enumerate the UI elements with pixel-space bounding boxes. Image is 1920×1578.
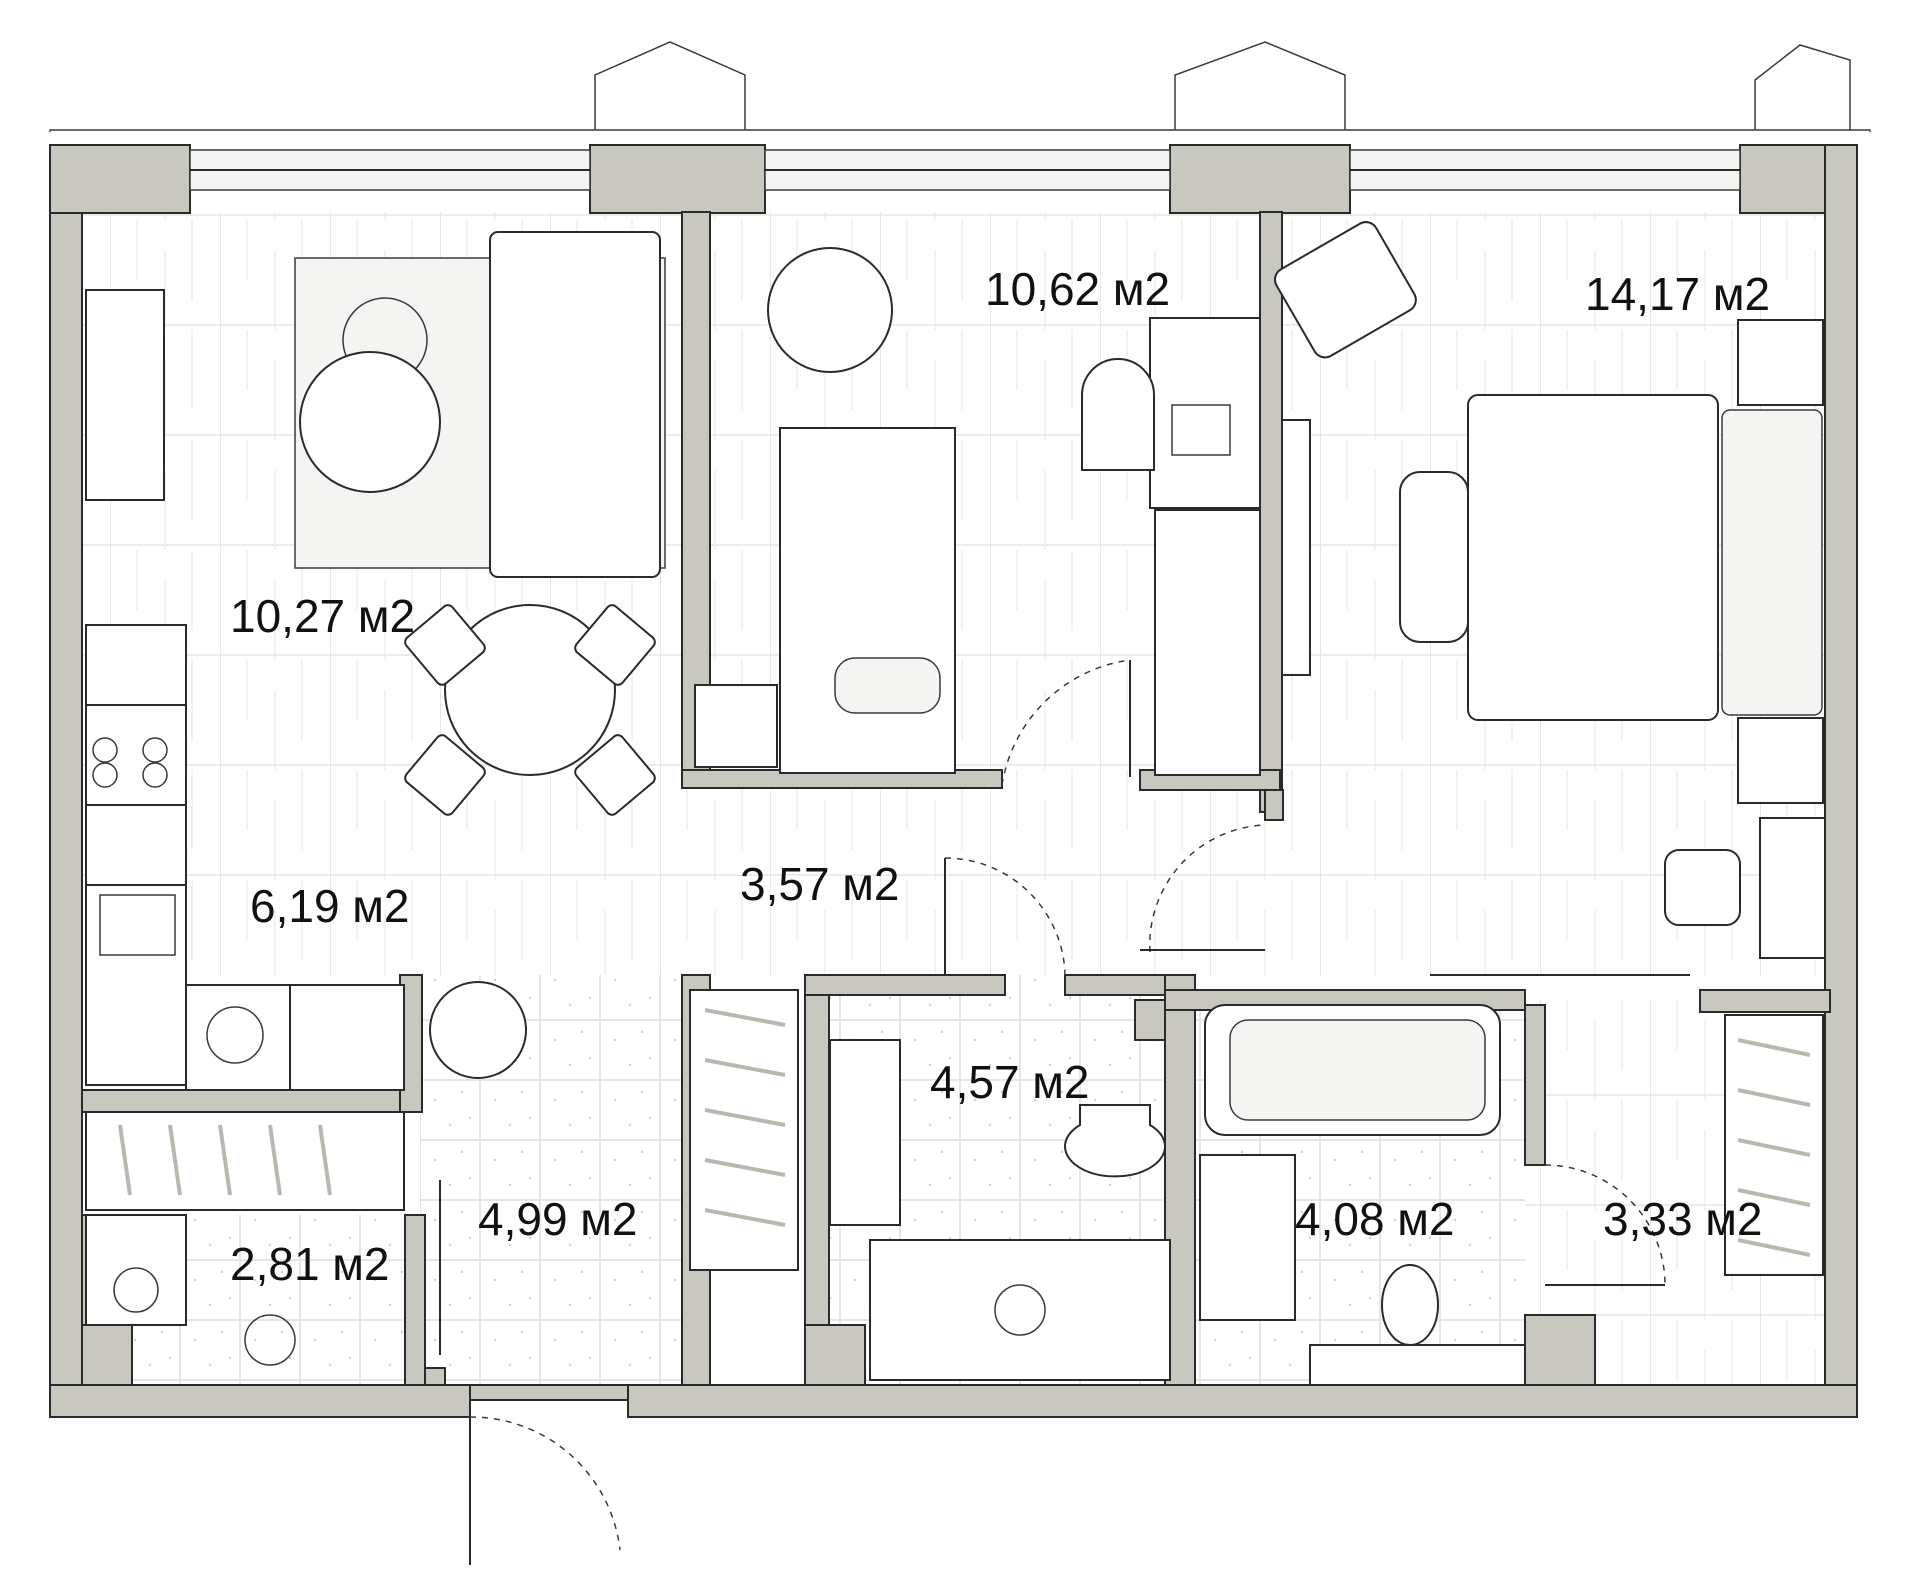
- area-label-master-bedroom: 14,17 м2: [1585, 268, 1770, 320]
- toilet-2: [1381, 1264, 1439, 1346]
- area-label-storage: 2,81 м2: [230, 1238, 390, 1290]
- nightstand-bottom: [1737, 717, 1824, 804]
- vanity-chair: [1664, 849, 1741, 926]
- desk: [1149, 317, 1261, 509]
- coffee-table: [299, 351, 441, 493]
- area-label-living: 10,27 м2: [230, 590, 415, 642]
- area-label-corridor: 3,57 м2: [740, 858, 900, 910]
- small-bedroom-furniture: [694, 247, 1261, 776]
- area-labels: 10,27 м2 10,62 м2 14,17 м2 6,19 м2 3,57 …: [230, 263, 1770, 1290]
- cabinet: [829, 1039, 901, 1226]
- bathroom-fixtures: [829, 1039, 1171, 1381]
- chair: [404, 734, 486, 816]
- wardrobe-hall: [689, 989, 799, 1271]
- tv-panel: [1281, 419, 1311, 676]
- tv-unit: [85, 289, 165, 501]
- walls: [49, 144, 1858, 1418]
- kitchen-counter-bottom: [185, 984, 405, 1091]
- doors: [439, 659, 1690, 1565]
- dresser: [1759, 817, 1826, 959]
- wardrobe: [1154, 509, 1261, 776]
- wardrobe-closet: [1724, 1014, 1824, 1276]
- hallway-furniture: [429, 981, 799, 1271]
- nightstand-top: [1737, 319, 1824, 406]
- bucket: [244, 1314, 296, 1366]
- area-label-bathroom: 4,57 м2: [930, 1056, 1090, 1108]
- bathroom-2-fixtures: [1199, 1004, 1526, 1386]
- shower-tray: [869, 1239, 1171, 1381]
- sofa: [489, 231, 661, 578]
- storage-shelf: [85, 1111, 405, 1211]
- desk-chair: [1081, 358, 1155, 471]
- storage-furniture: [85, 1111, 405, 1366]
- area-label-hallway: 4,99 м2: [478, 1193, 638, 1245]
- area-label-bathroom-2: 4,08 м2: [1295, 1193, 1455, 1245]
- chair: [574, 604, 656, 686]
- round-ottoman: [429, 981, 527, 1079]
- facade-outline: [49, 41, 1871, 132]
- kitchen-counter: [85, 624, 405, 1091]
- armchair: [1274, 221, 1417, 359]
- wardrobe-room: [1724, 1014, 1824, 1276]
- toilet: [1064, 1104, 1166, 1178]
- washer-2: [1199, 1154, 1296, 1321]
- area-label-kitchen: 6,19 м2: [250, 880, 410, 932]
- area-label-wardrobe: 3,33 м2: [1603, 1193, 1763, 1245]
- double-bed: [1467, 394, 1719, 721]
- chair: [404, 604, 486, 686]
- vanity-shelf: [1309, 1344, 1526, 1386]
- bench: [1399, 471, 1469, 643]
- area-label-small-bedroom: 10,62 м2: [985, 263, 1170, 315]
- master-bedroom-furniture: [1274, 221, 1826, 959]
- single-bed: [779, 427, 956, 774]
- dining-table: [444, 604, 616, 776]
- nightstand: [694, 684, 778, 768]
- kitchen-counter-left: [85, 624, 187, 1086]
- round-table: [767, 247, 893, 373]
- washer: [85, 1214, 187, 1326]
- living-room-furniture: [85, 231, 666, 816]
- windows: [189, 149, 1741, 191]
- chair: [574, 734, 656, 816]
